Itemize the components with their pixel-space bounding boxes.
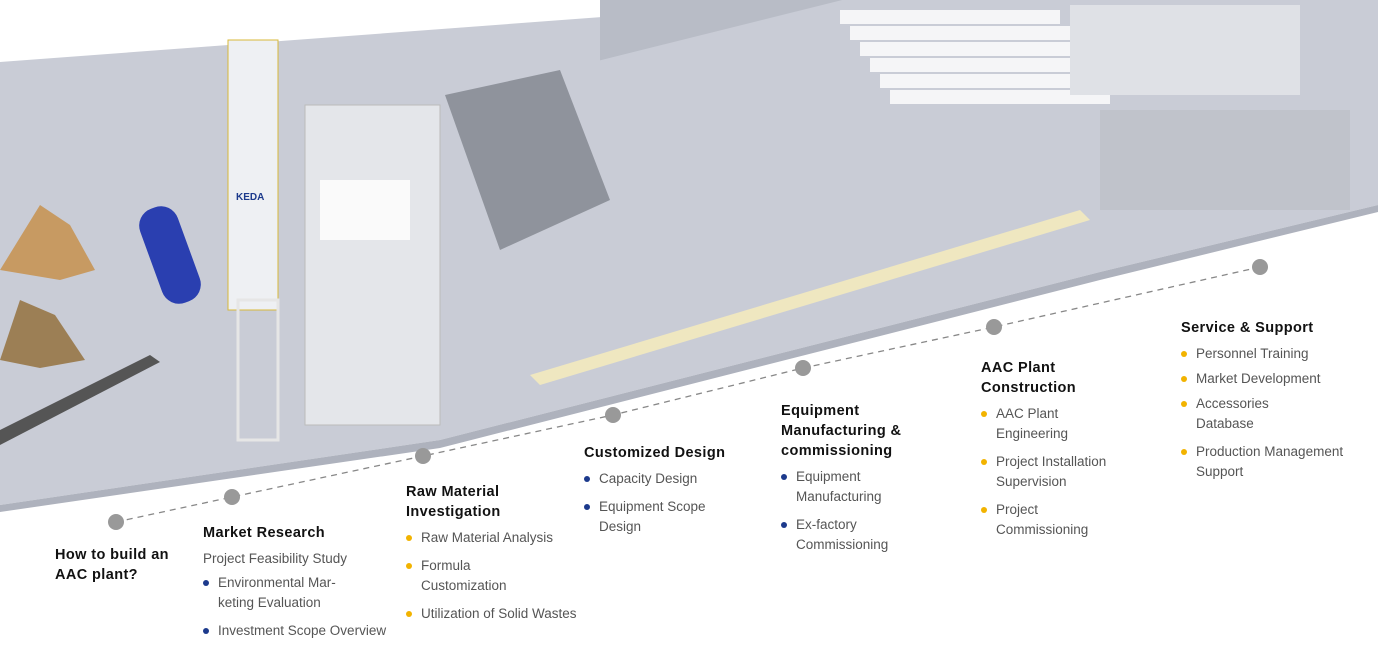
timeline-dot (605, 407, 621, 423)
bullet-icon (981, 411, 987, 417)
silo-tower (227, 39, 279, 311)
bullet-icon (781, 474, 787, 480)
step-equipment-manufacturing: Equipment Manufacturing & commissioning … (781, 401, 931, 563)
timeline-dots (108, 259, 1268, 530)
sand-pile (0, 205, 95, 280)
bullet-icon (781, 522, 787, 528)
item-text: Project Installation Supervision (996, 454, 1107, 489)
bullet-icon (203, 580, 209, 586)
bullet-icon (406, 535, 412, 541)
list-item: Accessories Database (1181, 394, 1286, 434)
list-item: Project Commissioning (981, 500, 1106, 540)
bullet-icon (1181, 401, 1187, 407)
timeline-dot (795, 360, 811, 376)
timeline-dot (986, 319, 1002, 335)
step-plant-construction: AAC Plant Construction AAC Plant Enginee… (981, 358, 1131, 548)
item-text: Formula Customization (421, 558, 507, 593)
batching-building (304, 104, 441, 426)
step-title: Equipment Manufacturing & commissioning (781, 403, 902, 459)
step-customized-design: Customized Design Capacity Design Equipm… (584, 443, 744, 545)
step-title: AAC Plant Construction (981, 360, 1077, 396)
item-text: Capacity Design (599, 471, 698, 486)
list-item: Investment Scope Overview (203, 621, 403, 641)
list-item: Project Installation Supervision (981, 452, 1126, 492)
cooling-racks (1070, 5, 1300, 95)
silo-tower-frame (236, 298, 280, 442)
timeline-dot (108, 514, 124, 530)
autoclaves (840, 10, 1110, 104)
list-item: Equipment Manufacturing (781, 467, 896, 507)
step-title: Service & Support (1181, 320, 1314, 336)
keda-logo: KEDA (236, 192, 264, 203)
bullet-icon (406, 563, 412, 569)
item-text: Equipment Scope Design (599, 499, 706, 534)
list-item: Market Development (1181, 369, 1351, 389)
list-item: Equipment Scope Design (584, 497, 709, 537)
item-text: Equipment Manufacturing (796, 469, 882, 504)
sand-pile-2 (0, 300, 85, 368)
timeline-dot (1252, 259, 1268, 275)
step-title: Customized Design (584, 445, 726, 461)
packaging-area (1100, 110, 1350, 210)
list-item: Formula Customization (406, 556, 507, 596)
list-item: Environmental Mar-keting Evaluation (203, 573, 343, 613)
list-item: Personnel Training (1181, 344, 1351, 364)
bullet-icon (1181, 351, 1187, 357)
list-item: Ex-factory Commissioning (781, 515, 896, 555)
batching-silos (320, 180, 410, 240)
step-title: Raw Material Investigation (406, 484, 501, 520)
intro-title: How to build an AAC plant? (55, 545, 169, 585)
timeline-dot (415, 448, 431, 464)
step-subtitle: Project Feasibility Study (203, 551, 348, 566)
item-text: Utilization of Solid Wastes (421, 606, 577, 621)
production-hall (600, 0, 850, 61)
bullet-icon (406, 611, 412, 617)
conveyor (0, 355, 160, 445)
list-item: Capacity Design (584, 469, 744, 489)
timeline-dot (224, 489, 240, 505)
intro-block: How to build an AAC plant? (55, 545, 169, 591)
bullet-icon (584, 504, 590, 510)
bullet-icon (203, 628, 209, 634)
list-item: Utilization of Solid Wastes (406, 604, 586, 624)
intro-title-line2: AAC plant? (55, 567, 138, 583)
ball-mill (139, 206, 201, 304)
step-title: Market Research (203, 525, 326, 541)
item-text: Production Management Support (1196, 444, 1344, 479)
bullet-icon (1181, 376, 1187, 382)
item-text: Investment Scope Overview (218, 623, 387, 638)
item-text: AAC Plant Engineering (996, 406, 1069, 441)
bullet-icon (1181, 449, 1187, 455)
step-market-research: Market Research Project Feasibility Stud… (203, 523, 403, 649)
item-text: Market Development (1196, 371, 1321, 386)
list-item: AAC Plant Engineering (981, 404, 1081, 444)
bullet-icon (981, 459, 987, 465)
item-text: Project Commissioning (996, 502, 1089, 537)
item-text: Raw Material Analysis (421, 530, 554, 545)
item-text: Environmental Mar-keting Evaluation (218, 575, 336, 610)
step-service-support: Service & Support Personnel Training Mar… (1181, 318, 1351, 490)
conveyor-loop (530, 210, 1090, 385)
item-text: Ex-factory Commissioning (796, 517, 889, 552)
step-raw-material: Raw Material Investigation Raw Material … (406, 482, 586, 632)
bullet-icon (981, 507, 987, 513)
item-text: Accessories Database (1196, 396, 1269, 431)
mold-grid-area (445, 70, 610, 250)
list-item: Production Management Support (1181, 442, 1346, 482)
list-item: Raw Material Analysis (406, 528, 586, 548)
bullet-icon (584, 476, 590, 482)
item-text: Personnel Training (1196, 346, 1309, 361)
intro-title-line1: How to build an (55, 547, 169, 563)
